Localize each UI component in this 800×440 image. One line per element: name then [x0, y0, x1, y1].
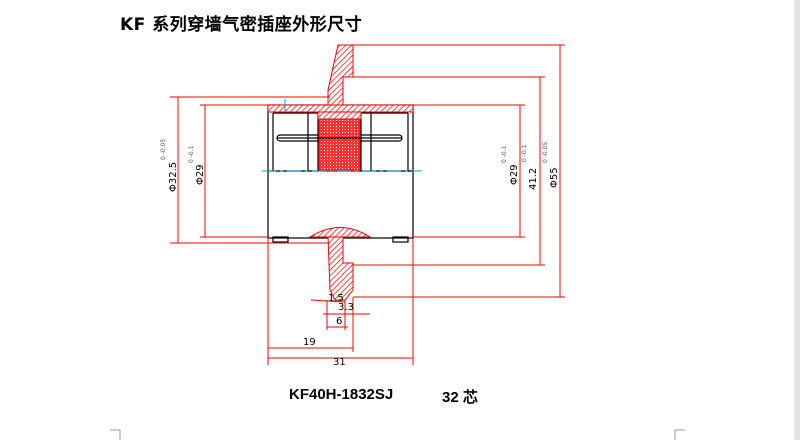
dim-phi-55-tol: 0 -0.05 [542, 142, 549, 163]
scrollbar[interactable] [794, 0, 800, 440]
insulator-insert [318, 118, 361, 172]
core-count: 32 芯 [442, 389, 478, 406]
dim-phi-32-5: Φ32.5 [168, 162, 179, 192]
dim-3-3: 3.3 [338, 302, 354, 313]
dim-phi-32-5-tol: 0 -0.05 [160, 139, 167, 160]
dim-31: 31 [333, 357, 346, 368]
page-corner-marks [110, 429, 685, 440]
dim-phi-29-left: Φ29 [195, 164, 206, 185]
dim-phi-29-right-tol: 0 -0.1 [501, 145, 508, 163]
model-number: KF40H-1832SJ [289, 386, 394, 403]
dim-phi-29-right: Φ29 [509, 164, 520, 185]
dim-phi-29-left-tol: 0 -0.1 [188, 145, 195, 163]
dimension-lines [170, 44, 565, 365]
page-title: KF 系列穿墙气密插座外形尺寸 [120, 15, 363, 35]
dim-19: 19 [303, 337, 316, 348]
dim-41-2-tol: 0 -0.1 [521, 144, 528, 162]
dim-6: 6 [336, 316, 342, 327]
dim-phi-55: Φ55 [549, 167, 560, 188]
flange-section [267, 44, 414, 301]
dim-41-2: 41.2 [528, 168, 539, 190]
dim-1-5: 1.5 [328, 293, 344, 304]
